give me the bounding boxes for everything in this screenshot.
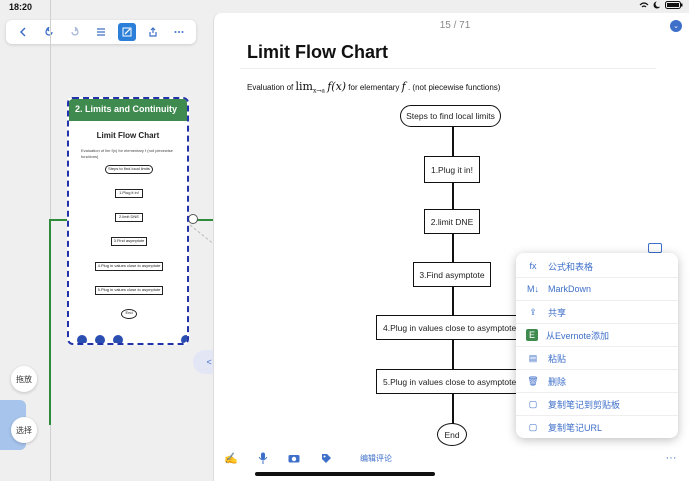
menu-item-markdown[interactable]: M↓MarkDown xyxy=(516,278,678,301)
eval-lim: lim xyxy=(295,80,313,93)
microphone-icon[interactable] xyxy=(255,450,271,466)
handwriting-icon[interactable]: ✍ xyxy=(224,452,238,465)
undo-icon[interactable] xyxy=(40,23,58,41)
mini-step: 4.Plug in values close to asymptote xyxy=(95,262,163,271)
paste-icon: ▤ xyxy=(528,352,538,363)
copy-icon: ▢ xyxy=(528,398,538,409)
eval-suffix: . (not piecewise functions) xyxy=(407,83,501,92)
menu-item-copy-note[interactable]: ▢复制笔记到剪贴板 xyxy=(516,393,678,416)
mini-step: End xyxy=(121,309,137,319)
copy-url-icon: ▢ xyxy=(528,422,538,432)
edit-comment-button[interactable]: 编辑评论 xyxy=(360,454,392,463)
flow-step: 1.Plug it in! xyxy=(424,156,480,183)
evaluation-line: Evaluation of limx→a f(x) for elementary… xyxy=(247,80,500,95)
eval-fx: f(x) xyxy=(327,80,347,93)
eval-prefix: Evaluation of xyxy=(247,83,294,92)
node-subtitle: Evaluation of lim f(x) for elementary f … xyxy=(81,148,173,159)
resize-handle[interactable] xyxy=(181,335,187,343)
node-handle[interactable] xyxy=(113,335,123,343)
menu-item-copy-url[interactable]: ▢复制笔记URL xyxy=(516,416,678,439)
menu-item-paste[interactable]: ▤粘贴 xyxy=(516,347,678,370)
select-button[interactable]: 选择 xyxy=(11,417,37,443)
node-handle[interactable] xyxy=(95,335,105,343)
mini-step: 2.limit DNE xyxy=(115,213,143,222)
chevron-down-icon[interactable]: ⌄ xyxy=(670,20,682,32)
flow-step: 5.Plug in values close to asymptote xyxy=(376,369,530,394)
formula-icon: fx xyxy=(529,261,537,271)
page-indicator: 15 / 71 xyxy=(439,20,471,31)
mini-step: 5.Plug in values close to asymptote xyxy=(95,286,163,295)
top-toolbar xyxy=(6,20,196,44)
moon-icon xyxy=(653,1,661,9)
status-icons xyxy=(639,1,683,9)
status-time: 18:20 xyxy=(9,2,33,12)
status-bar: 18:20 xyxy=(0,0,689,14)
camera-icon[interactable] xyxy=(286,450,302,466)
menu-item-delete[interactable]: 🗑删除 xyxy=(516,370,678,393)
drag-button[interactable]: 拖放 xyxy=(11,366,37,392)
redo-icon[interactable] xyxy=(66,23,84,41)
node-title: Limit Flow Chart xyxy=(96,131,160,140)
eval-mid: for elementary xyxy=(348,83,400,92)
share-icon: ⇪ xyxy=(529,306,537,317)
mini-step: Steps to find local limits xyxy=(105,165,153,174)
trash-icon: 🗑 xyxy=(527,375,539,386)
bottom-toolbar: ✍ 编辑评论 ··· xyxy=(213,447,689,471)
more-icon[interactable] xyxy=(170,23,188,41)
flow-step: 3.Find asymptote xyxy=(413,262,491,287)
menu-item-share[interactable]: ⇪共享 xyxy=(516,301,678,324)
tag-icon[interactable] xyxy=(318,450,334,466)
home-indicator xyxy=(255,472,435,476)
document-title: Limit Flow Chart xyxy=(247,42,388,62)
mini-step: 3.Find asymptote xyxy=(111,237,147,246)
evernote-icon: E xyxy=(526,329,538,341)
markdown-icon: M↓ xyxy=(527,284,539,294)
node-handle[interactable] xyxy=(77,335,87,343)
eval-sub: x→a xyxy=(312,87,325,95)
wifi-icon xyxy=(639,1,649,7)
node-header: 2. Limits and Continuity xyxy=(69,99,187,121)
outline-list-icon[interactable] xyxy=(92,23,110,41)
keyboard-icon[interactable] xyxy=(648,243,662,253)
divider xyxy=(240,68,656,69)
flow-step: 2.limit DNE xyxy=(424,209,480,234)
more-icon[interactable]: ··· xyxy=(665,452,677,464)
flow-step: Steps to find local limits xyxy=(400,105,501,127)
collapse-handle[interactable] xyxy=(188,214,198,224)
flow-end: End xyxy=(437,423,467,446)
share-icon[interactable] xyxy=(144,23,162,41)
back-icon[interactable] xyxy=(14,23,32,41)
eval-f: f xyxy=(401,80,406,93)
mini-step: 1.Plug it in! xyxy=(115,189,143,198)
edit-icon[interactable] xyxy=(118,23,136,41)
battery-icon xyxy=(665,1,683,9)
mindmap-node-card[interactable]: 2. Limits and Continuity Limit Flow Char… xyxy=(67,97,189,345)
flow-step: 4.Plug in values close to asymptote xyxy=(376,315,530,340)
